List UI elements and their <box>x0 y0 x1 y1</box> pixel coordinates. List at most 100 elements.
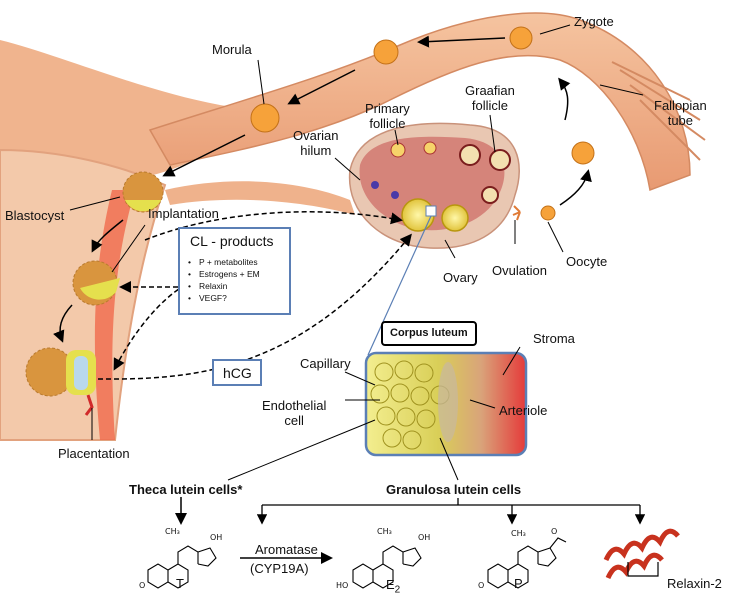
ovarian-ligament <box>165 181 355 215</box>
p-ch3-label: CH₃ <box>511 529 526 538</box>
ovary-label: Ovary <box>443 270 478 285</box>
arrow-up-tube <box>558 77 571 121</box>
fallopian-tube-label: Fallopian tube <box>654 98 707 128</box>
oocyte-label: Oocyte <box>566 254 608 269</box>
leader-primary-follicle <box>394 129 399 146</box>
vessel-1 <box>371 181 379 189</box>
e2-ho-label: HO <box>336 581 349 590</box>
two-cell-cell <box>373 39 399 65</box>
cl-product-item: Relaxin <box>188 280 260 292</box>
follicle-2 <box>423 141 437 155</box>
morula-label: Morula <box>212 42 252 57</box>
leader-theca <box>227 419 376 481</box>
fimbriae <box>611 61 706 161</box>
dashed-hcg-to-ovary <box>97 233 412 380</box>
morula-cell <box>250 103 280 133</box>
stroma-label: Stroma <box>533 331 575 346</box>
granulosa-lutein-label: Granulosa lutein cells <box>386 482 522 497</box>
t-ch3-label: CH₃ <box>165 527 180 536</box>
arrow-blastocyst-to-implant <box>91 219 124 253</box>
ovulation-burst <box>512 205 521 221</box>
implanting-inner <box>80 278 120 300</box>
follicle-1 <box>390 142 406 158</box>
t-oh-label: OH <box>210 533 223 542</box>
testosterone-structure <box>147 545 217 589</box>
placentation-label: Placentation <box>58 446 130 461</box>
endothelial-cell-label: Endothelial cell <box>262 398 327 428</box>
estradiol-letter: E <box>386 577 395 592</box>
leader-fallopian-tube <box>599 84 644 96</box>
arrow-zygote-to-cleavage <box>417 35 506 48</box>
corpus-luteum-2 <box>441 204 469 232</box>
blastocyst-inner <box>125 200 161 212</box>
p-o-top-label: O <box>551 527 558 536</box>
leader-stroma <box>502 346 521 376</box>
luteal-cells <box>370 360 450 450</box>
graafian-follicle-label: Graafian follicle <box>465 83 515 113</box>
progesterone-structure <box>487 537 567 589</box>
arrow-oocyte-to-tube <box>559 169 592 206</box>
cl-product-item: VEGF? <box>188 292 260 304</box>
arrow-implant-to-placenta <box>53 304 73 343</box>
estradiol-subscript: 2 <box>394 584 401 596</box>
follicle-3 <box>459 144 481 166</box>
leader-ovary <box>444 239 456 259</box>
leader-oocyte <box>547 221 564 253</box>
leader-implantation <box>111 224 146 273</box>
cl-products-list: P + metabolites Estrogens + EM Relaxin V… <box>188 256 260 304</box>
implantation-label: Implantation <box>148 206 219 221</box>
zygote-label: Zygote <box>574 14 614 29</box>
relaxin-label: Relaxin-2 <box>667 576 722 591</box>
hcg-box: hCG <box>212 359 262 386</box>
progesterone-label: P <box>514 576 523 591</box>
leader-granulosa <box>439 437 459 481</box>
cl-product-item: Estrogens + EM <box>188 268 260 280</box>
cyp19a-label: (CYP19A) <box>250 561 309 576</box>
dashed-cl-to-placenta <box>113 284 186 371</box>
leader-blastocyst <box>69 196 121 211</box>
leader-ovarian-hilum <box>334 157 361 181</box>
ovarian-hilum-label: Ovarian hilum <box>293 128 339 158</box>
fertilized-cell <box>571 141 595 165</box>
leader-capillary <box>344 371 376 386</box>
t-o-label: O <box>139 581 146 590</box>
testosterone-label: T <box>176 576 184 591</box>
corpus-luteum-box: Corpus luteum <box>381 321 477 346</box>
e2-ch3-label: CH₃ <box>377 527 392 536</box>
blastocyst-label: Blastocyst <box>5 208 65 223</box>
p-o-label: O <box>478 581 485 590</box>
dashed-implantation-to-ovary <box>144 211 403 241</box>
hcg-label: hCG <box>223 365 252 381</box>
estradiol-label: E2 <box>386 577 400 598</box>
leader-zygote <box>539 24 571 35</box>
placenta-inner <box>74 356 88 390</box>
leader-morula <box>257 59 265 105</box>
arteriole-label: Arteriole <box>499 403 548 418</box>
zoom-line <box>367 215 432 356</box>
capillary-vessel <box>438 362 458 442</box>
relaxin-structure <box>603 528 680 580</box>
ovulation-label: Ovulation <box>492 263 547 278</box>
follicle-4 <box>481 186 499 204</box>
zygote-cell <box>509 26 533 50</box>
placental-vessel <box>84 394 94 416</box>
e2-oh-label: OH <box>418 533 431 542</box>
leader-arteriole <box>469 399 496 409</box>
vessel-2 <box>391 191 399 199</box>
oocyte-cell <box>540 205 556 221</box>
graafian-follicle-shape <box>489 149 511 171</box>
cl-products-box: CL - products P + metabolites Estrogens … <box>178 227 291 315</box>
aromatase-label: Aromatase <box>255 542 318 557</box>
arrow-to-morula <box>287 69 356 105</box>
primary-follicle-label: Primary follicle <box>365 101 410 131</box>
leader-graafian <box>489 114 496 153</box>
uterine-lining <box>94 190 135 440</box>
cl-product-item: P + metabolites <box>188 256 260 268</box>
estradiol-structure <box>352 545 422 589</box>
zoom-marker <box>425 205 437 217</box>
cl-products-title: CL - products <box>190 233 274 249</box>
theca-lutein-label: Theca lutein cells* <box>129 482 243 497</box>
corpus-luteum-label: Corpus luteum <box>390 327 468 339</box>
